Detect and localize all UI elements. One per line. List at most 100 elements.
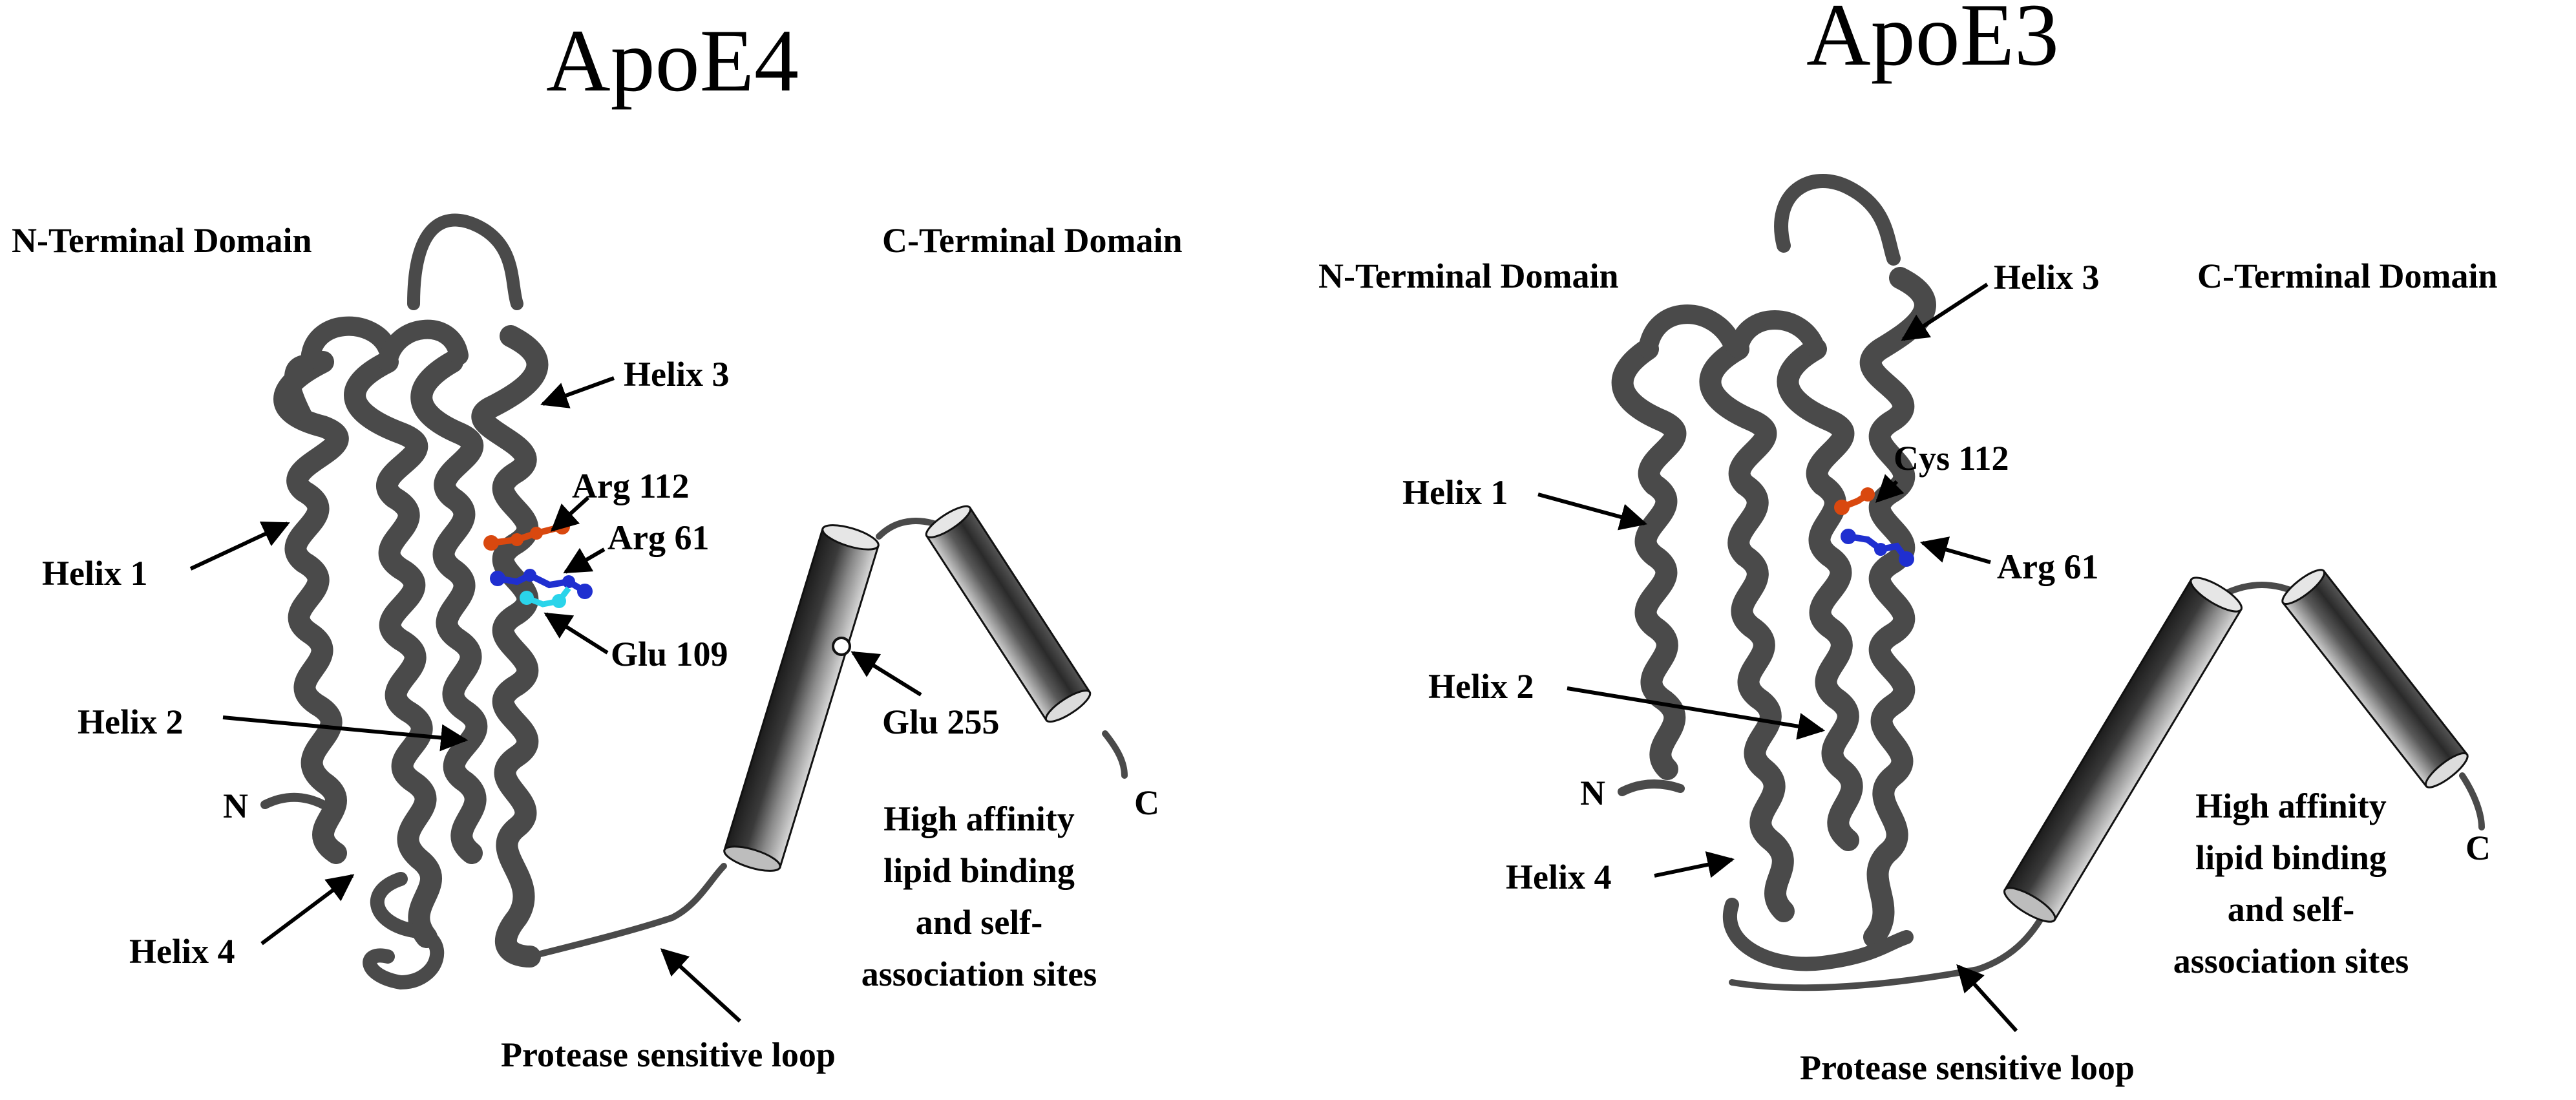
label-glu-255: Glu 255 — [882, 703, 1000, 741]
arrow-helix2 — [222, 715, 469, 752]
arg61-atom — [1841, 529, 1856, 544]
residue-cys112 — [1834, 487, 1875, 515]
helix-4-ribbon — [410, 351, 488, 864]
label-helix-2: Helix 2 — [78, 703, 183, 741]
label-helix-4: Helix 4 — [1506, 858, 1611, 896]
annotation-arrows — [1537, 282, 2018, 1033]
lipid-line-3: and self- — [2228, 890, 2355, 929]
protease-loop-ribbon — [1729, 902, 2052, 991]
label-cys-112: Cys 112 — [1894, 439, 2009, 478]
cys112-atom — [1834, 500, 1850, 515]
n-term-tail — [260, 792, 328, 809]
helix-2-ribbon — [344, 351, 442, 948]
cylinder-long-body — [723, 527, 880, 869]
arg61-atom — [523, 569, 536, 582]
panel-apoe4: ApoE4 — [12, 11, 1183, 1074]
label-n-terminal-domain: N-Terminal Domain — [1318, 257, 1619, 295]
arrow-helix3 — [540, 376, 615, 408]
lipid-line-1: High affinity — [2195, 787, 2387, 825]
arrow-loop — [1956, 964, 2018, 1033]
cylinder-short-bottom — [1044, 690, 1092, 723]
bottom-loop — [1723, 898, 1914, 971]
label-protease-loop: Protease sensitive loop — [501, 1035, 836, 1074]
arrow-helix3 — [1901, 282, 1989, 341]
arrow-res61 — [1919, 536, 1991, 564]
helix-1-ribbon — [273, 351, 349, 864]
arg112-atom — [530, 527, 543, 540]
arrow-res255 — [850, 651, 922, 697]
cylinder-short — [2281, 569, 2469, 788]
lipid-line-1: High affinity — [883, 799, 1075, 838]
label-lipid-binding: High affinity lipid binding and self- as… — [2173, 787, 2409, 980]
arrow-res112 — [550, 496, 590, 532]
label-n-terminus: N — [223, 787, 248, 825]
helix-bundle — [260, 213, 1128, 990]
cylinder-long-cap — [2190, 576, 2243, 613]
label-helix-1: Helix 1 — [42, 554, 147, 593]
cys112-atom — [1861, 487, 1875, 502]
helix-cap-mid — [378, 319, 469, 372]
top-loop — [1774, 174, 1901, 266]
lipid-line-4: association sites — [861, 955, 1097, 993]
arg61-atom — [577, 584, 593, 599]
label-c-terminal-domain: C-Terminal Domain — [2197, 257, 2498, 295]
label-arg-61: Arg 61 — [1997, 547, 2098, 586]
annotation-arrows — [189, 376, 922, 1023]
arg61-atom — [562, 575, 575, 588]
label-helix-2: Helix 2 — [1428, 667, 1534, 706]
label-helix-3: Helix 3 — [624, 355, 729, 394]
lipid-line-4: association sites — [2173, 942, 2409, 980]
glu255-marker — [832, 637, 851, 656]
arrow-res61 — [563, 547, 606, 574]
arrow-res109 — [544, 612, 609, 655]
cylinder-short — [925, 505, 1092, 723]
arrow-helix2 — [1567, 686, 1826, 740]
residue-glu109 — [520, 586, 571, 608]
helix-3-ribbon — [471, 325, 549, 968]
arrow-helix4 — [1654, 851, 1735, 878]
arg112-atom — [483, 535, 499, 551]
helix-bundle — [1611, 174, 2485, 991]
arrow-loop — [660, 948, 742, 1023]
lipid-line-2: lipid binding — [2195, 838, 2387, 877]
label-lipid-binding: High affinity lipid binding and self- as… — [861, 799, 1097, 993]
label-c-terminus: C — [2465, 829, 2491, 867]
arg61-atom — [1899, 551, 1914, 567]
glu109-atom — [520, 591, 534, 605]
arrow-helix4 — [260, 874, 355, 946]
n-term-tail — [1618, 779, 1685, 796]
c-term-tail — [2459, 772, 2485, 830]
arg61-atom — [490, 571, 505, 586]
cylinder-long — [723, 524, 880, 872]
label-n-terminal-domain: N-Terminal Domain — [12, 221, 312, 260]
label-arg-112: Arg 112 — [572, 467, 690, 505]
top-loop — [407, 213, 523, 310]
label-n-terminus: N — [1580, 774, 1605, 812]
label-helix-3: Helix 3 — [1994, 258, 2099, 297]
cylinder-long-bottom — [2003, 887, 2056, 923]
c-terminal-helices — [2003, 569, 2469, 923]
arrow-res112 — [1875, 474, 1905, 503]
residue-arg61 — [490, 569, 593, 599]
panel-title: ApoE3 — [1806, 0, 2059, 84]
label-helix-1: Helix 1 — [1402, 473, 1508, 512]
arrow-helix1 — [189, 521, 290, 571]
cylinder-short-bottom — [2424, 752, 2469, 788]
cylinder-short-cap — [2281, 569, 2326, 606]
lipid-line-3: and self- — [916, 903, 1043, 942]
cylinder-short-cap — [925, 505, 972, 538]
helix-cap-left — [1638, 304, 1742, 359]
label-helix-4: Helix 4 — [129, 932, 235, 971]
helix-4-ribbon — [1777, 338, 1863, 851]
panel-apoe3: ApoE3 — [1318, 0, 2498, 1087]
protease-loop-ribbon — [527, 863, 727, 960]
label-c-terminal-domain: C-Terminal Domain — [882, 221, 1183, 260]
helix-cap-left — [301, 316, 397, 372]
label-glu-109: Glu 109 — [611, 635, 728, 673]
cylinder-short-body — [925, 506, 1092, 722]
c-terminal-helices — [723, 505, 1092, 872]
c-term-tail — [1102, 730, 1128, 779]
residue-arg61 — [1841, 529, 1914, 567]
arg112-atom — [511, 533, 523, 546]
arg61-atom — [1874, 543, 1887, 556]
